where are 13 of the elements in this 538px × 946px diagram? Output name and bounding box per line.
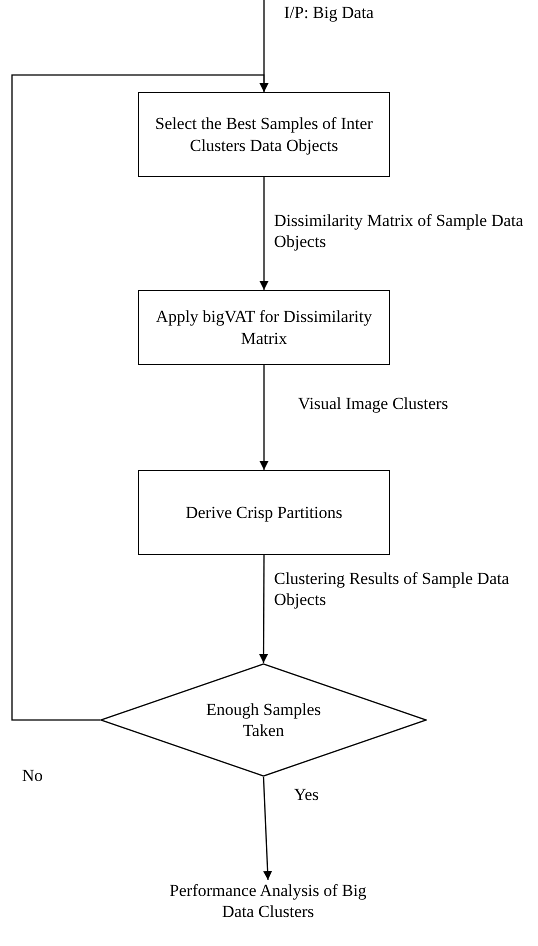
arrow — [259, 555, 268, 663]
output-text: Performance Analysis of Big Data Clusters — [168, 880, 368, 922]
arrow — [11, 74, 268, 721]
process-text: Select the Best Samples of Inter Clusters Data Objects — [154, 113, 374, 156]
process-text: Derive Crisp Partitions — [186, 502, 342, 524]
arrow — [260, 365, 268, 470]
process-box — [138, 470, 390, 555]
decision-text: Enough Samples Taken — [205, 698, 322, 742]
process-box — [138, 290, 390, 365]
process-box — [138, 92, 390, 177]
arrow — [262, 776, 272, 880]
arrow — [260, 177, 268, 290]
process-text: Apply bigVAT for Dissimilarity Matrix — [154, 306, 374, 349]
